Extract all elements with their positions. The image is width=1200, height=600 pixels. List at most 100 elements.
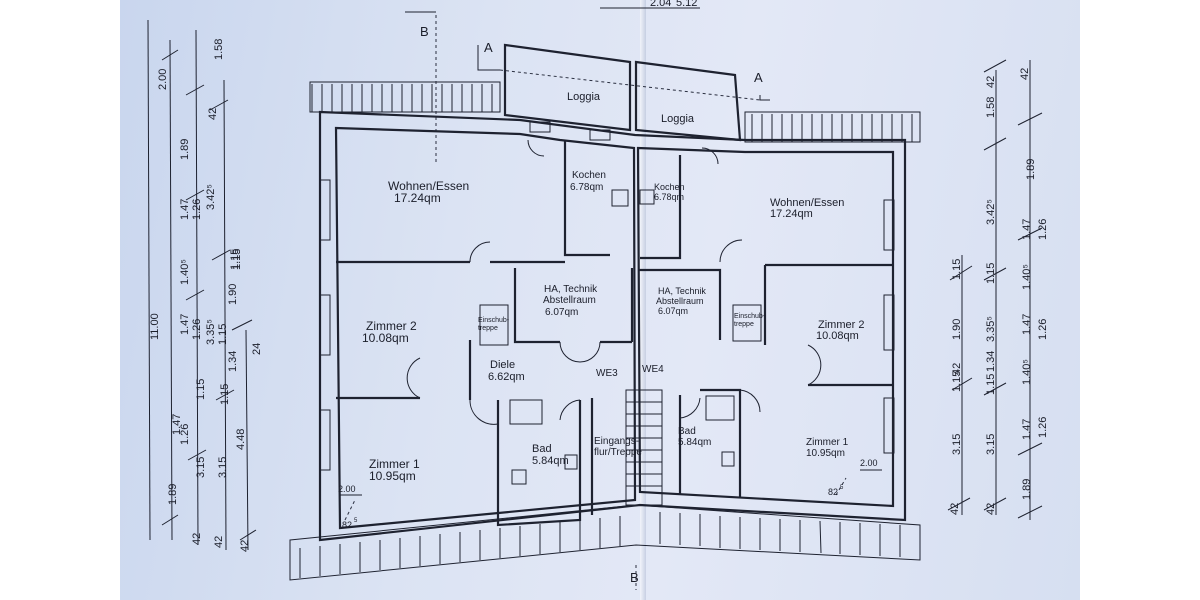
rdim-c3-5: 1.40⁵ bbox=[1021, 359, 1033, 385]
bad-right-name: Bad bbox=[678, 426, 696, 437]
loggia-left-label: Loggia bbox=[567, 91, 601, 103]
abstell-left-name: Abstellraum bbox=[543, 295, 596, 306]
left-dimension-labels: 2.00 11.00 1.89 1.89 1.47 1.40⁵ 1.47 1.2… bbox=[149, 39, 263, 552]
ldim-c2-3: 1.47 bbox=[179, 314, 191, 335]
rdim-c1-2: 1.15 bbox=[951, 371, 963, 392]
kochen-right-area: 6.78qm bbox=[654, 192, 684, 202]
rdim-c2-4: 3.35⁵ bbox=[985, 316, 997, 342]
bad-left-name: Bad bbox=[532, 443, 552, 455]
right-dimension-chains bbox=[947, 59, 1043, 520]
room-labels-middle: WE3 WE4 Eingangs- flur/Treppe bbox=[594, 364, 664, 458]
rdim-c3-7: 1.89 bbox=[1021, 479, 1033, 500]
wohnen-right-name: Wohnen/Essen bbox=[770, 197, 844, 209]
ldim-c3-2: 3.42⁵ bbox=[205, 184, 217, 210]
ldim-c3-8: 42 bbox=[207, 108, 219, 120]
section-a-left: A bbox=[484, 40, 493, 55]
kochen-left-name: Kochen bbox=[572, 170, 606, 181]
zimmer-dimension-lines bbox=[340, 469, 882, 521]
rdim-c3-3: 1.40⁵ bbox=[1021, 264, 1033, 290]
bad-left-area: 5.84qm bbox=[532, 455, 569, 467]
zimmer2-right-name: Zimmer 2 bbox=[818, 319, 864, 331]
ldim-c3-9: 42 bbox=[213, 536, 225, 548]
we3-label: WE3 bbox=[596, 368, 618, 379]
technik-right-name: HA, Technik bbox=[658, 286, 706, 296]
bad-right-area: 5.84qm bbox=[678, 437, 711, 448]
ldim-c2-6: 42 bbox=[191, 533, 203, 545]
rdim-c3-2: 1.47 bbox=[1021, 219, 1033, 240]
ldim-c3-7: 3.15 bbox=[195, 457, 207, 478]
ldim-c4-0: 1.15 bbox=[229, 249, 241, 270]
ldim-c3-5: 1.15 bbox=[195, 379, 207, 400]
zimmer1-left-area: 10.95qm bbox=[369, 469, 416, 483]
loggias: Loggia Loggia bbox=[503, 43, 742, 142]
rdim-c2-1: 1.58 bbox=[985, 97, 997, 118]
ldim-c4-2: 1.34 bbox=[227, 351, 239, 372]
right-dimension-labels: 42 3.15 1.15 1.90 1.15 42 42 1.58 3.42⁵ … bbox=[949, 68, 1049, 515]
room-labels-right: Wohnen/Essen 17.24qm Kochen 6.78qm HA, T… bbox=[654, 182, 878, 497]
ldim-c1-1: 11.00 bbox=[149, 313, 161, 340]
ldim-c3-6: 1.15 bbox=[219, 384, 231, 405]
einschub-left-2: treppe bbox=[478, 325, 498, 332]
zimmer1-right-area: 10.95qm bbox=[806, 448, 845, 459]
rdim-c1-1: 3.15 bbox=[951, 434, 963, 455]
angle-left-sup: 5 bbox=[354, 518, 358, 524]
dim-right-200: 2.00 bbox=[860, 458, 878, 468]
ldim-c4-1: 1.90 bbox=[227, 284, 239, 305]
eingang-1: Eingangs- bbox=[594, 436, 639, 447]
zimmer1-left-name: Zimmer 1 bbox=[369, 457, 420, 471]
rdim-c2-2: 3.42⁵ bbox=[985, 199, 997, 225]
ldim-c5-2: 4.48 bbox=[235, 429, 247, 450]
section-b-bottom: B bbox=[630, 570, 639, 585]
angle-right-82: 82 bbox=[828, 487, 838, 497]
einschub-right-1: Einschub- bbox=[734, 313, 766, 320]
rdim-c1-5: 42 bbox=[951, 363, 963, 375]
interior-walls-right bbox=[625, 155, 893, 506]
zimmer2-right-area: 10.08qm bbox=[816, 330, 859, 342]
rdim-c2-0: 42 bbox=[985, 76, 997, 88]
ldim-c5-3: 42 bbox=[239, 540, 251, 552]
rdim-c1-4: 1.15 bbox=[951, 259, 963, 280]
rdim-c1-0: 42 bbox=[949, 503, 961, 515]
abstell-left-area: 6.07qm bbox=[545, 307, 578, 318]
technik-left-name: HA, Technik bbox=[544, 284, 598, 295]
page-crease bbox=[640, 0, 646, 600]
ldim-c3-1: 1.26 bbox=[191, 199, 203, 220]
kochen-left-area: 6.78qm bbox=[570, 182, 603, 193]
wohnen-right-area: 17.24qm bbox=[770, 208, 813, 220]
ldim-c2-4: 1.26 bbox=[179, 424, 191, 445]
rdim-c2-8: 42 bbox=[985, 503, 997, 515]
ldim-c4-4: 3.15 bbox=[217, 457, 229, 478]
rdim-c2-3: 1.15 bbox=[985, 263, 997, 284]
blueprint-paper bbox=[120, 0, 1080, 600]
diele-name: Diele bbox=[490, 359, 515, 371]
zimmer1-right-name: Zimmer 1 bbox=[806, 437, 849, 448]
ldim-c5-1: 24 bbox=[251, 343, 263, 355]
ldim-c4-3: 1.15 bbox=[217, 324, 229, 345]
section-b-top: B bbox=[420, 24, 429, 39]
rdim-c3-4: 1.47 bbox=[1021, 314, 1033, 335]
ldim-c2-1: 1.47 bbox=[179, 199, 191, 220]
top-dimension: 2.04 5.12 bbox=[600, 0, 700, 9]
angle-left-82: 82 bbox=[342, 520, 352, 530]
angle-right-sup: 5 bbox=[840, 485, 844, 491]
ldim-c5-0: 1.15 bbox=[231, 249, 243, 270]
zimmer2-left-area: 10.08qm bbox=[362, 331, 409, 345]
interior-walls-left bbox=[336, 121, 634, 527]
zimmer2-left-name: Zimmer 2 bbox=[366, 319, 417, 333]
rdim-c2-6: 1.34 bbox=[985, 351, 997, 372]
ldim-c2-5: 1.47 bbox=[171, 414, 183, 435]
ldim-c3-3: 3.35⁵ bbox=[205, 319, 217, 345]
rdim-c2-7: 3.15 bbox=[985, 434, 997, 455]
wohnen-left-name: Wohnen/Essen bbox=[388, 179, 469, 193]
einschub-left-1: Einschub- bbox=[478, 317, 510, 324]
left-dimension-chains bbox=[147, 19, 257, 551]
top-dim-b: 5.12 bbox=[676, 0, 697, 9]
section-a-right: A bbox=[754, 70, 763, 85]
rdim-c4-0: 1.26 bbox=[1037, 219, 1049, 240]
eingang-2: flur/Treppe bbox=[594, 447, 642, 458]
section-markers: B B A A bbox=[405, 11, 770, 590]
abstell-right-name: Abstellraum bbox=[656, 296, 704, 306]
roof-eaves bbox=[289, 81, 921, 581]
ldim-c1-2: 1.89 bbox=[167, 484, 179, 505]
